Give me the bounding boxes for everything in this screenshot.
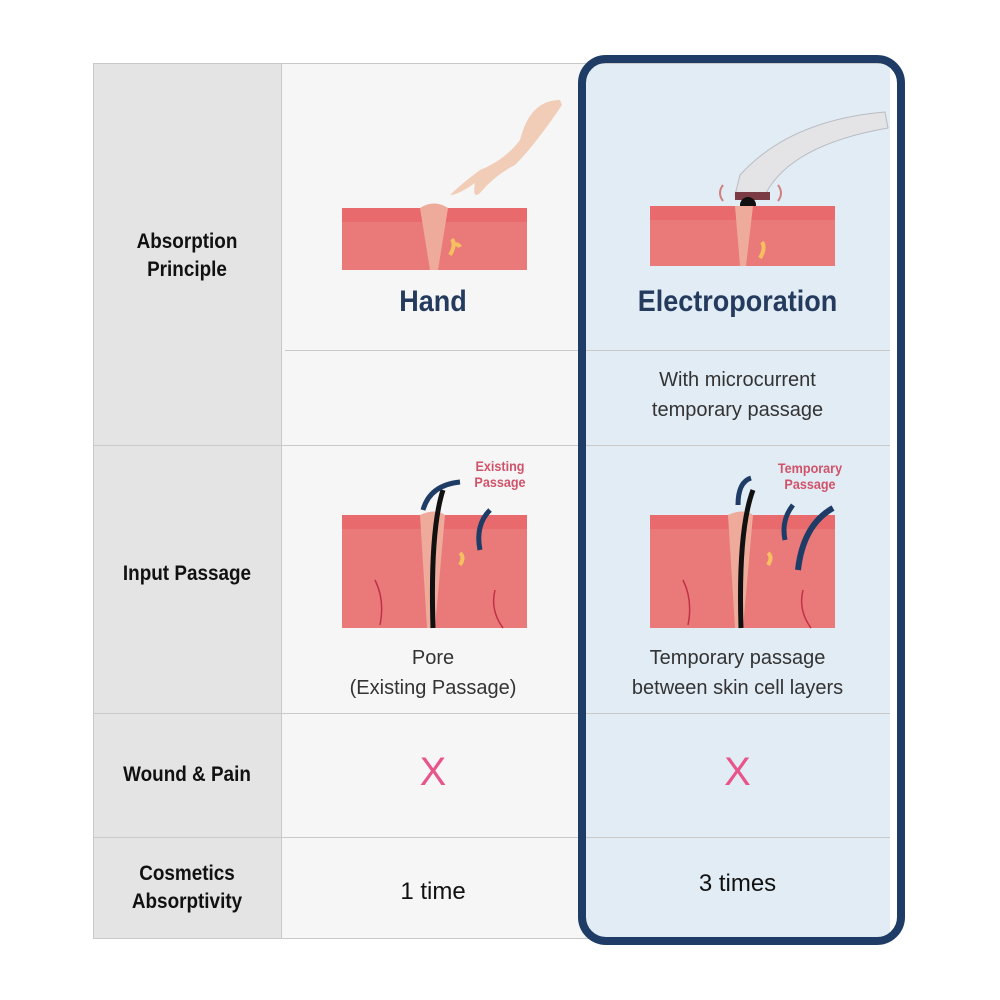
row-label-cosmetics-absorptivity: Cosmetics Absorptivity bbox=[131, 862, 243, 913]
hand-absorptivity: 1 time bbox=[400, 878, 466, 905]
electroporation-principle-desc: With microcurrent temporary passage bbox=[585, 365, 890, 425]
existing-passage-tag: Existing Passage bbox=[474, 458, 526, 490]
arrow-icon bbox=[420, 479, 461, 511]
divider bbox=[93, 63, 94, 938]
arrow-icon bbox=[476, 508, 492, 551]
desc-line: temporary passage bbox=[651, 399, 824, 421]
arrow-icon bbox=[795, 505, 835, 571]
desc-line: (Existing Passage) bbox=[349, 677, 517, 699]
pore-illustration bbox=[342, 479, 527, 629]
desc-line: Pore bbox=[411, 647, 455, 669]
divider bbox=[93, 445, 890, 446]
hand-wound-pain-x: X bbox=[419, 750, 447, 794]
hand-skin-illustration bbox=[342, 100, 562, 270]
electroporation-absorptivity: 3 times bbox=[698, 870, 777, 897]
electroporation-skin-illustration bbox=[650, 111, 889, 266]
row-label-wound-pain: Wound & Pain bbox=[123, 763, 251, 786]
divider bbox=[93, 713, 890, 714]
divider bbox=[93, 837, 890, 838]
temporary-passage-tag: Temporary Passage bbox=[777, 460, 843, 492]
desc-line: Temporary passage bbox=[649, 647, 826, 669]
divider bbox=[285, 350, 890, 351]
hand-passage-desc: Pore (Existing Passage) bbox=[281, 643, 585, 703]
electroporation-passage-desc: Temporary passage between skin cell laye… bbox=[585, 643, 890, 703]
divider bbox=[93, 938, 890, 939]
hand-heading: Hand bbox=[399, 285, 467, 318]
arrow-icon bbox=[781, 503, 796, 541]
electroporation-heading: Electroporation bbox=[637, 285, 838, 318]
device-head-icon bbox=[735, 192, 770, 200]
desc-line: between skin cell layers bbox=[631, 677, 844, 699]
row-label-absorption-principle: Absorption Principle bbox=[136, 230, 238, 281]
divider bbox=[281, 63, 282, 938]
hand-icon bbox=[450, 100, 562, 196]
divider bbox=[93, 63, 890, 64]
highlight-frame bbox=[578, 55, 905, 945]
label-column bbox=[93, 63, 281, 938]
arrow-icon bbox=[735, 475, 752, 506]
electroporation-wound-pain-x: X bbox=[724, 750, 751, 794]
temporary-passage-illustration bbox=[650, 475, 835, 629]
row-label-input-passage: Input Passage bbox=[122, 562, 252, 585]
desc-line: With microcurrent bbox=[659, 369, 816, 391]
